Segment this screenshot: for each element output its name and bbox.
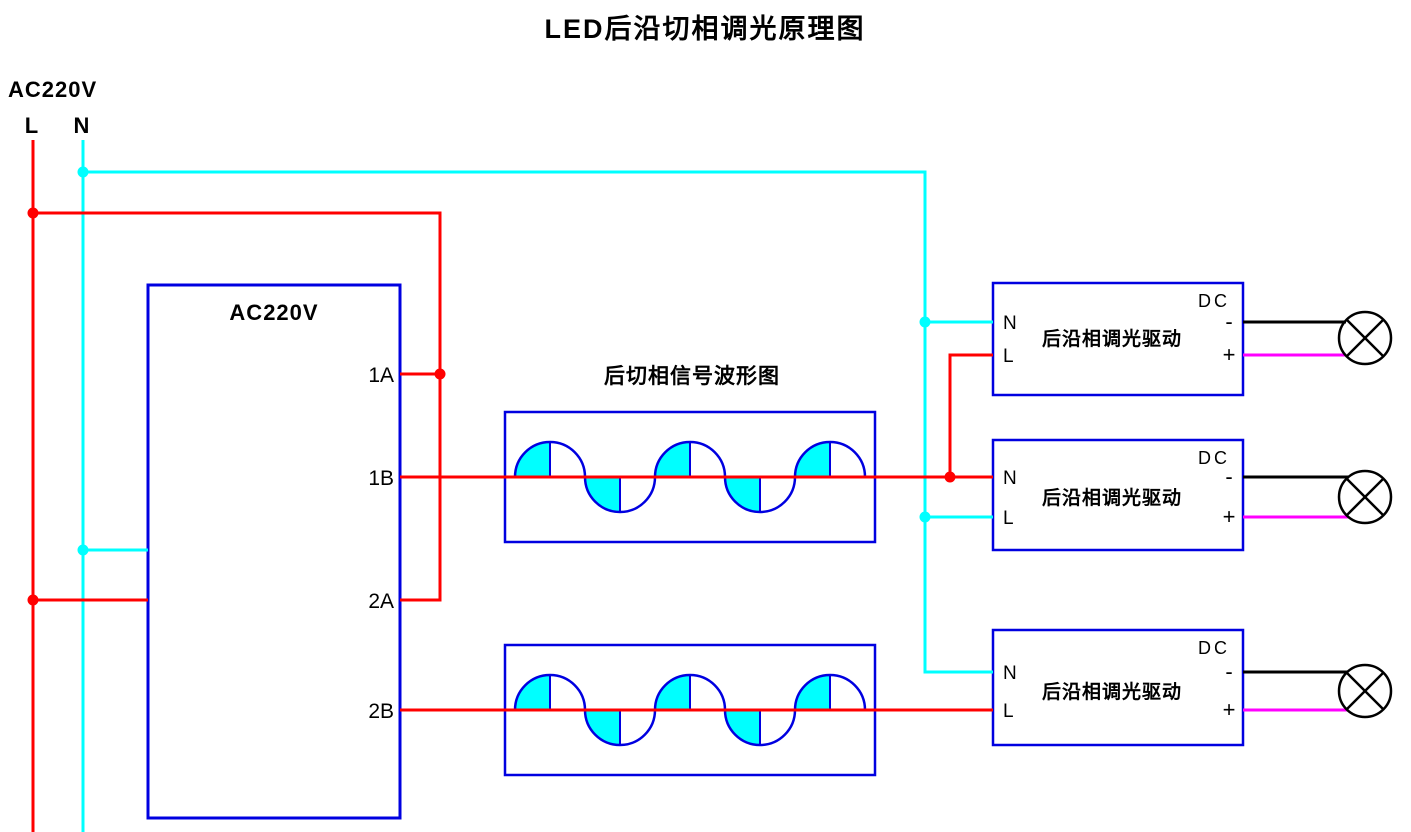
driver-3-minus-label: -	[1225, 659, 1232, 684]
dimmer-box	[146, 283, 402, 820]
phase-cut-waveform-1	[513, 440, 867, 514]
driver-2-label: 后沿相调光驱动	[1042, 486, 1182, 509]
driver-3-n-label: N	[1003, 663, 1017, 684]
lamp-icon-3	[1337, 663, 1393, 719]
driver-box-3	[991, 628, 1245, 747]
driver-1-l-label: L	[1003, 346, 1014, 367]
neutral-label: N	[74, 113, 91, 138]
driver-3-label: 后沿相调光驱动	[1042, 680, 1182, 703]
diagram-title: LED后沿切相调光原理图	[545, 14, 866, 44]
waveform-title: 后切相信号波形图	[604, 364, 780, 388]
driver-1-minus-label: -	[1225, 309, 1232, 334]
driver-box-2	[991, 438, 1245, 552]
phase-cut-waveform-2	[513, 673, 867, 747]
terminal-1a-label: 1A	[368, 364, 394, 387]
driver-3-plus-label: +	[1223, 697, 1236, 722]
live-label: L	[25, 113, 39, 138]
driver-box-1	[991, 281, 1245, 397]
terminal-1b-label: 1B	[368, 467, 394, 490]
neutral-junction-dots	[77, 166, 931, 556]
driver-1-n-label: N	[1003, 313, 1017, 334]
terminal-2a-label: 2A	[368, 590, 394, 613]
driver-1-dc-label: DC	[1198, 291, 1230, 311]
driver-2-dc-label: DC	[1198, 448, 1230, 468]
live-junction-dots	[27, 207, 956, 606]
driver-1-plus-label: +	[1223, 342, 1236, 367]
driver-3-dc-label: DC	[1198, 638, 1230, 658]
driver-2-l-label: L	[1003, 508, 1014, 529]
live-wire-group	[31, 140, 993, 832]
dimmer-voltage-label: AC220V	[229, 300, 318, 325]
driver-2-n-label: N	[1003, 468, 1017, 489]
lamp-icon-2	[1337, 469, 1393, 525]
driver-1-label: 后沿相调光驱动	[1042, 327, 1182, 350]
driver-2-minus-label: -	[1225, 464, 1232, 489]
neutral-wire-group	[81, 140, 993, 832]
lamp-icon-1	[1337, 310, 1393, 366]
source-voltage-label: AC220V	[8, 77, 97, 102]
dc-plus-wire-group	[1243, 353, 1349, 712]
driver-2-plus-label: +	[1223, 504, 1236, 529]
driver-3-l-label: L	[1003, 701, 1014, 722]
terminal-2b-label: 2B	[368, 700, 394, 723]
dc-minus-wire-group	[1243, 320, 1349, 674]
